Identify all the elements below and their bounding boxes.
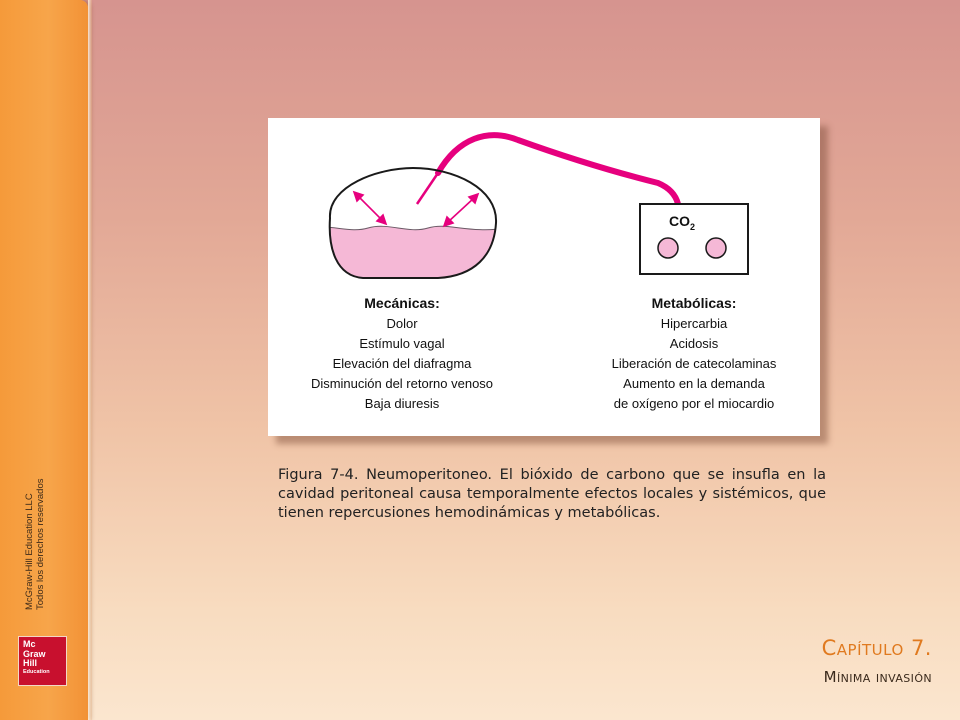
logo-line-1: Mc [23,639,36,649]
credit-line-1: McGraw-Hill Education LLC [24,493,35,610]
metabolic-item: Hipercarbia [661,316,728,331]
mechanical-heading: Mecánicas: [364,295,439,311]
chapter-title: Capítulo 7. [821,636,932,660]
peritoneal-fluid [329,226,497,278]
gas-bubble-left [657,237,679,259]
sidebar [0,0,88,720]
mechanical-effects: Mecánicas: Dolor Estímulo vagal Elevació… [311,295,493,411]
credit-line-2: Todos los derechos reservados [35,478,46,611]
chapter-heading: Capítulo 7. Mínima invasión [822,636,932,686]
figure-card: CO2 Mecánicas: Dolor Estímulo vagal Elev… [268,118,820,436]
mechanical-item: Baja diuresis [365,396,440,411]
pneumoperitoneum-diagram: CO2 Mecánicas: Dolor Estímulo vagal Elev… [311,132,777,411]
abdominal-cavity [328,166,498,279]
co2-label: CO2 [669,213,695,232]
publisher-credit: McGraw-Hill Education LLC Todos los dere… [24,479,46,611]
gas-bubble-right [705,237,727,259]
co2-label-subscript: 2 [690,222,695,232]
mcgraw-hill-logo: Mc Graw Hill Education [18,636,67,686]
insufflation-tube [435,132,681,207]
metabolic-item: Acidosis [670,336,719,351]
pressure-arrow-left [352,190,388,226]
logo-line-2: Graw [23,648,46,659]
figure-caption: Figura 7-4. Neumoperitoneo. El bióxido d… [278,467,826,521]
mechanical-item: Estímulo vagal [359,336,444,351]
co2-label-base: CO [669,213,690,229]
logo-line-3: Hill [23,658,38,668]
co2-box [639,203,749,275]
logo-line-4: Education [23,668,50,675]
metabolic-effects: Metabólicas: Hipercarbia Acidosis Libera… [612,295,777,411]
insufflation-needle [415,172,440,205]
chapter-subtitle: Mínima invasión [823,668,932,686]
fluid-surface-line [329,225,497,231]
mechanical-item: Dolor [386,316,418,331]
metabolic-item: Aumento en la demanda [623,376,765,391]
metabolic-item: de oxígeno por el miocardio [614,396,774,411]
sidebar-edge [88,0,92,720]
mechanical-item: Disminución del retorno venoso [311,376,493,391]
mechanical-item: Elevación del diafragma [333,356,473,371]
pressure-arrow-right [442,192,480,228]
metabolic-heading: Metabólicas: [652,295,737,311]
metabolic-item: Liberación de catecolaminas [612,356,777,371]
cavity-outline [328,166,498,279]
